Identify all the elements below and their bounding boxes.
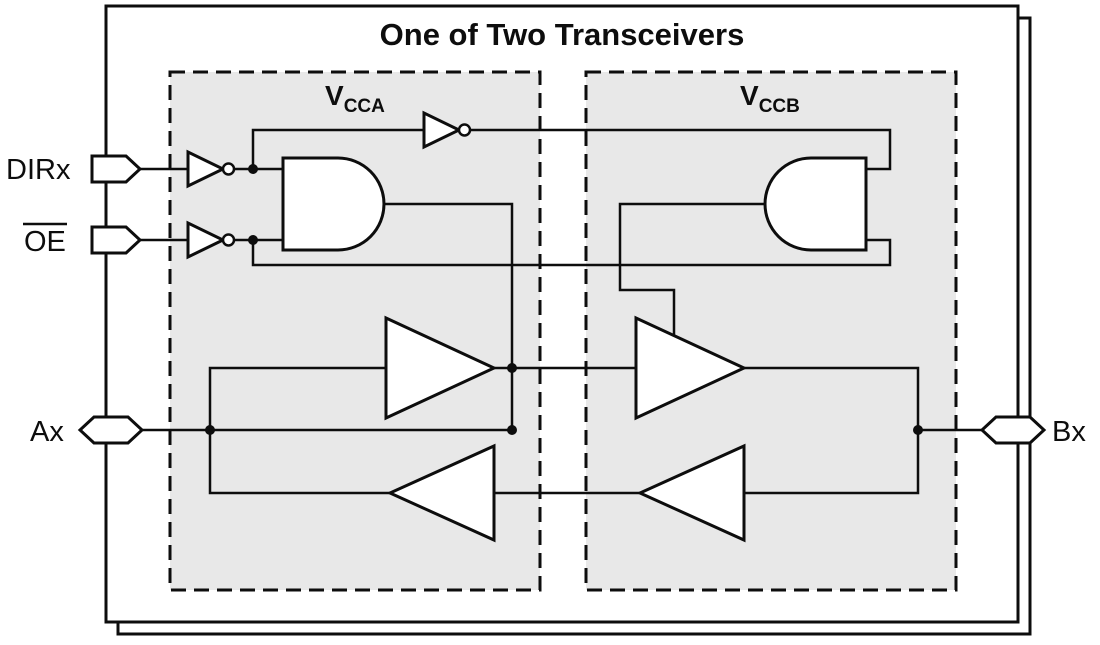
inverter-oe-triangle [186,220,227,260]
junction-mid-a [507,425,517,435]
buffer-bottom-right [636,443,746,543]
bx-pin: Bx [979,415,1086,448]
wire-enable-a [384,202,514,430]
oe-pin-tag [90,225,143,255]
oe-label: OE [24,226,66,258]
ax-pin-tag [77,415,145,445]
inverter-top-bubble [457,123,472,137]
inverter-dirx [186,149,236,189]
and-gate-vccb [763,156,868,252]
junction-mid-top [507,363,517,373]
bx-pin-tag [979,415,1047,445]
inverter-oe [186,220,236,260]
wire-enable-b [618,202,765,336]
bx-label: Bx [1052,416,1086,448]
wire-dir-b-side [470,128,892,171]
buffer-top-right [634,315,748,421]
ax-label: Ax [30,416,64,448]
inverter-top [422,110,472,150]
wire-dir-inverted [234,128,424,171]
vccb-label: VCCB [740,80,800,117]
wire-oe-inverted [234,238,892,267]
inverter-dirx-triangle [186,149,227,189]
buffer-top-left [384,315,498,421]
inverter-oe-bubble [221,233,236,247]
junction-oe-node [248,235,258,245]
vcca-label: VCCA [325,80,385,117]
junction-b-node [913,425,923,435]
junction-dir-node [248,164,258,174]
buffer-bottom-left [386,443,496,543]
and-gate-vcca [281,156,386,252]
junction-dots [205,164,923,435]
inverter-top-triangle [422,110,463,150]
dirx-pin-tag [90,154,143,184]
diagram-title: One of Two Transceivers [380,17,745,52]
dirx-label: DIRx [6,154,71,186]
wires [140,128,982,495]
dirx-pin: DIRx [6,154,143,186]
ax-pin: Ax [30,415,145,448]
junction-a-node [205,425,215,435]
inverter-dirx-bubble [221,162,236,176]
oe-pin: OE [23,222,143,258]
